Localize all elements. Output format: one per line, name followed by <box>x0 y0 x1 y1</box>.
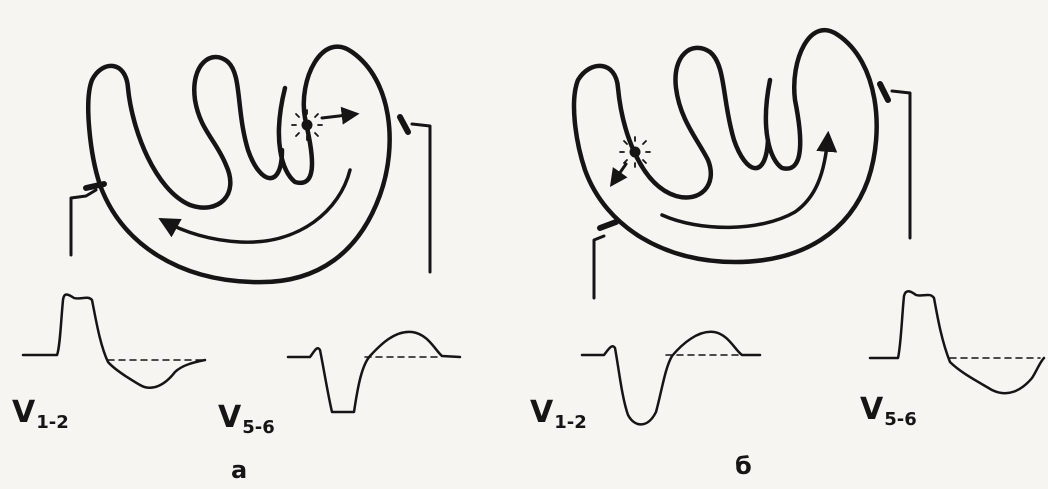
panel-a <box>23 47 460 412</box>
lead-label-b-v56: V5-6 <box>860 392 917 430</box>
electrode-icon <box>594 222 616 298</box>
lead-label-a-v12: V1-2 <box>12 395 69 433</box>
ecg-trace-b-v56 <box>870 291 1044 393</box>
ectopic-focus-icon <box>620 137 650 167</box>
electrode-icon <box>71 184 104 255</box>
ectopic-focus-icon <box>292 110 322 140</box>
panel-label-a: а <box>231 456 247 484</box>
heart-outline-a <box>88 47 389 283</box>
focus-arrow-b <box>612 164 626 184</box>
panel-label-b: б <box>735 452 752 480</box>
ecg-trace-a-v12 <box>23 295 205 388</box>
electrode-icon <box>880 84 910 238</box>
panel-b <box>574 30 1044 424</box>
focus-arrow-a <box>322 114 356 118</box>
propagation-arrow-b <box>662 135 828 227</box>
ecg-trace-b-v12 <box>582 332 760 425</box>
electrode-icon <box>400 117 430 272</box>
lead-label-a-v56: V5-6 <box>218 400 275 438</box>
ecg-trace-a-v56 <box>288 332 460 412</box>
lead-label-b-v12: V1-2 <box>530 395 587 433</box>
